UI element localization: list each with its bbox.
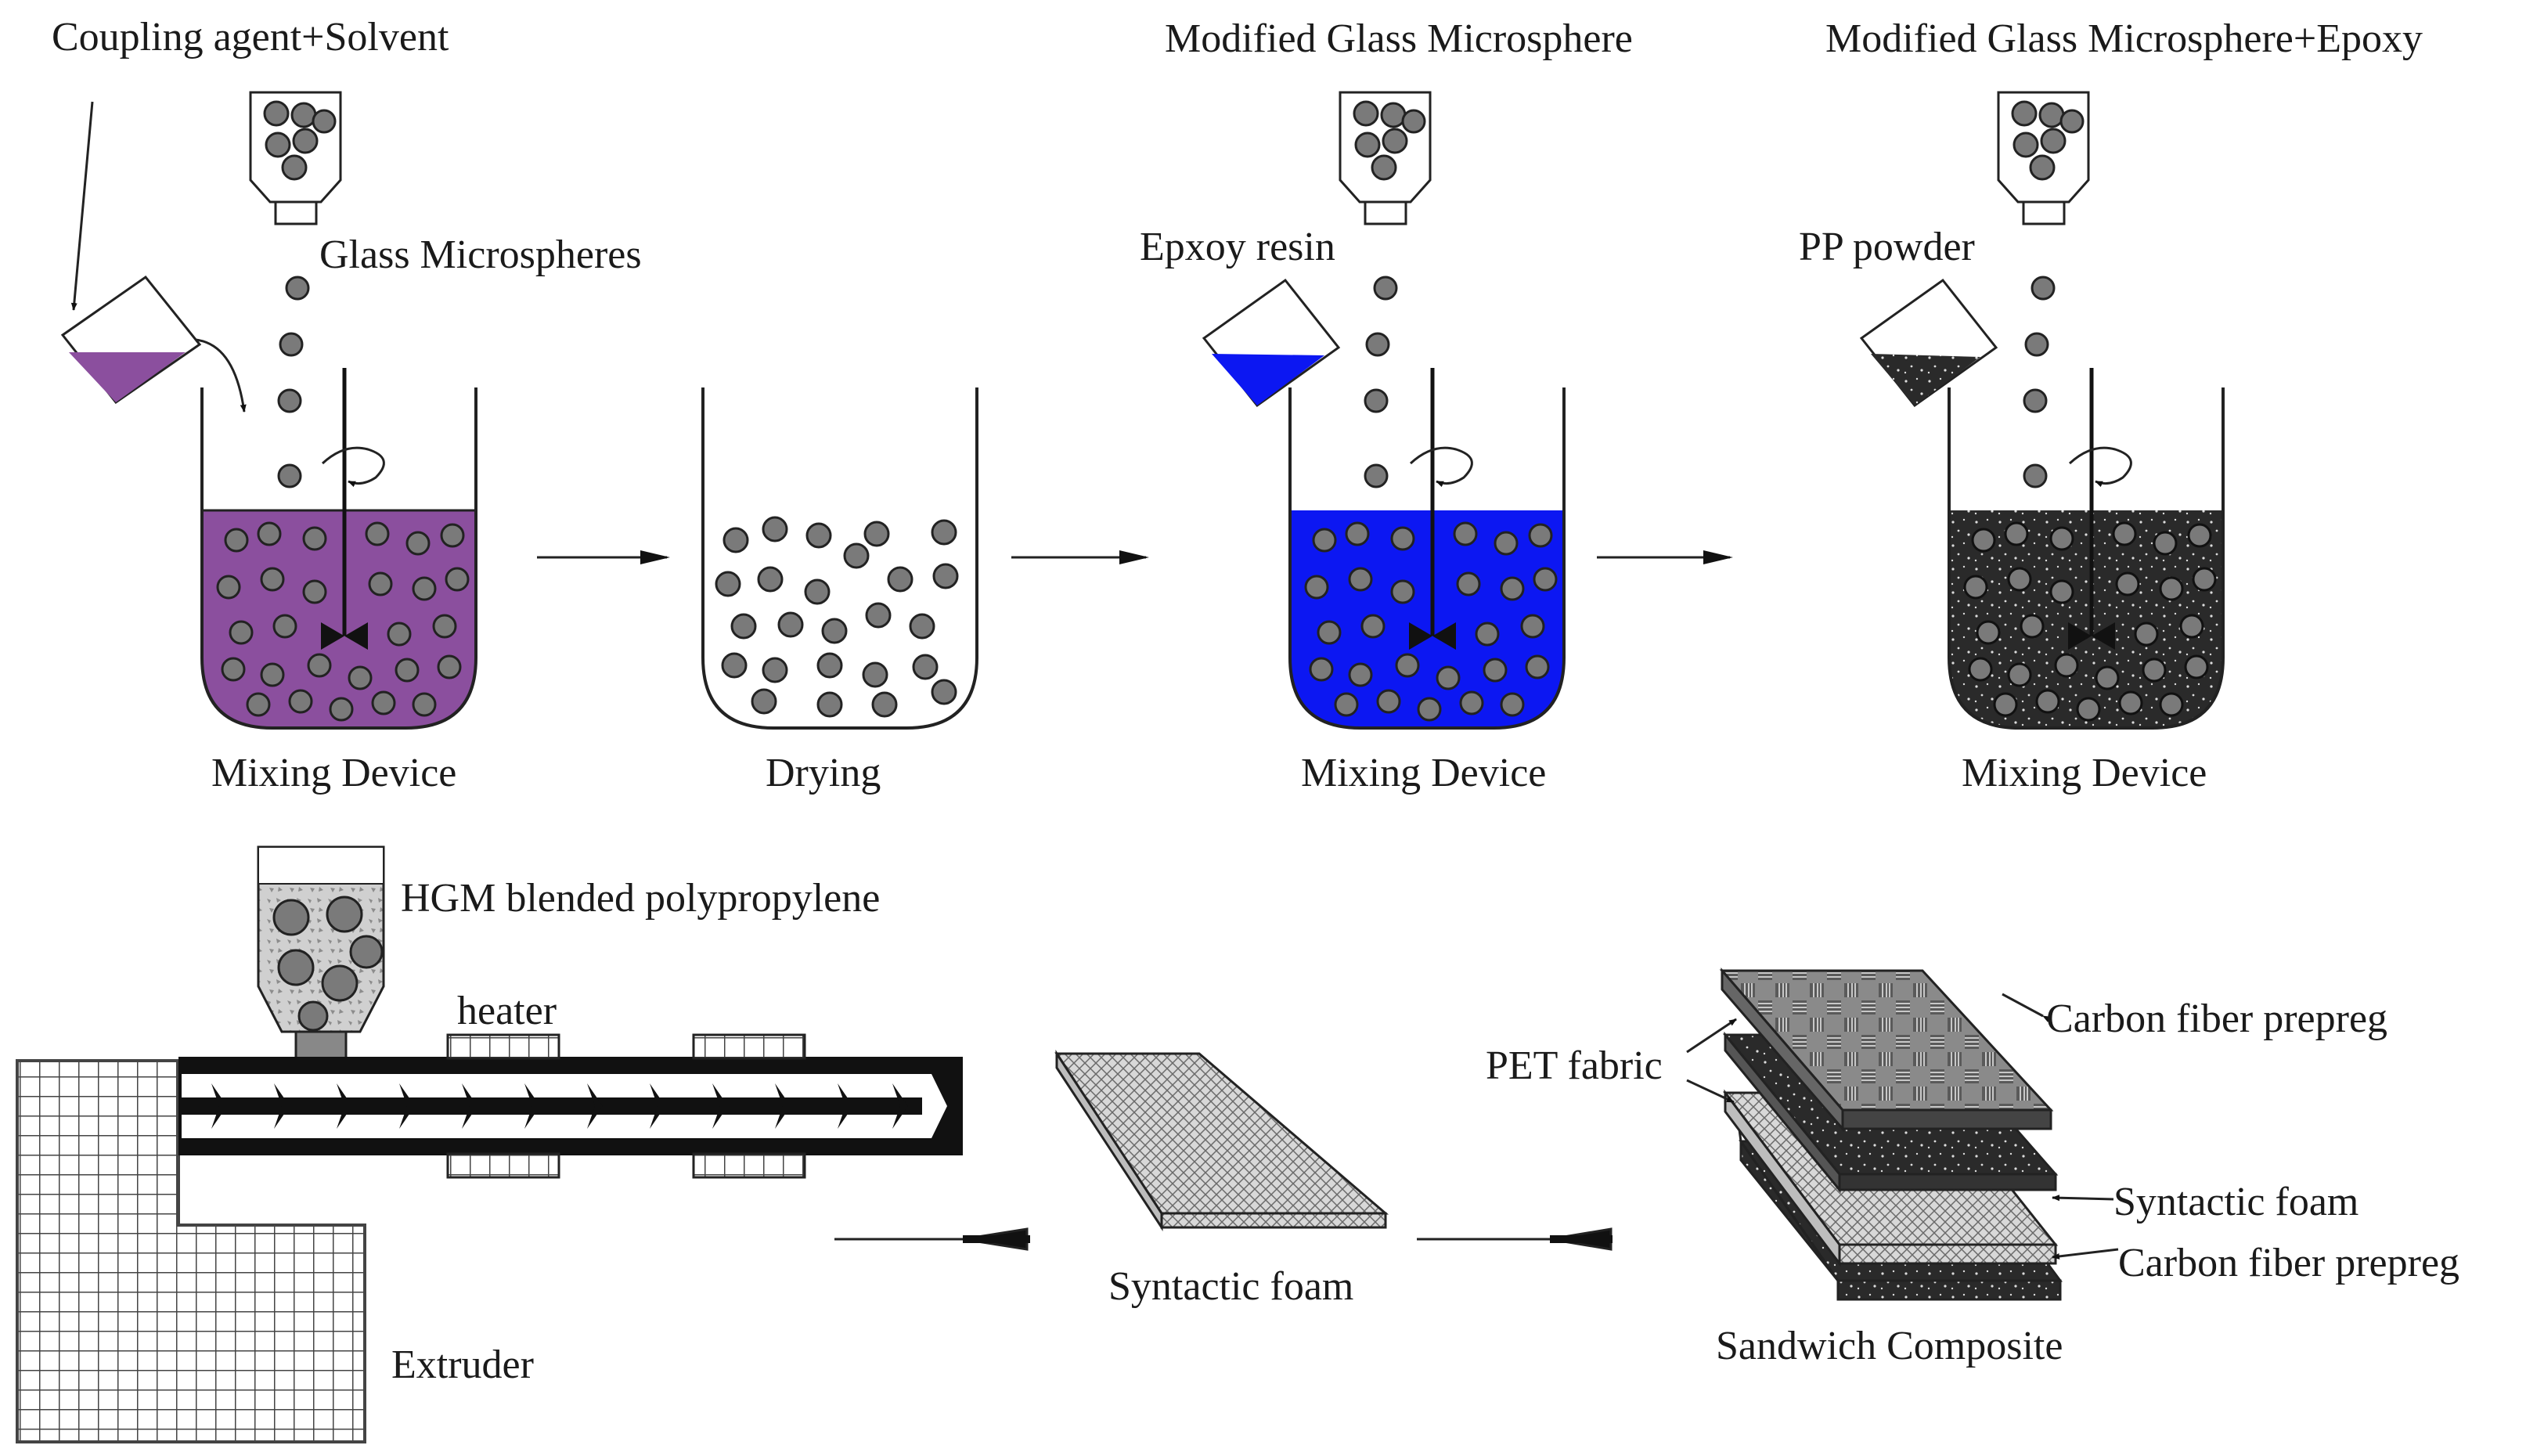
- hopper-3: [1997, 91, 2090, 225]
- label-modified-glass: Modified Glass Microsphere: [1165, 16, 1633, 61]
- hopper-1: [249, 91, 342, 225]
- label-extruder: Extruder: [391, 1342, 534, 1387]
- label-drying: Drying: [766, 751, 881, 795]
- label-coupling-agent: Coupling agent+Solvent: [52, 15, 449, 59]
- label-glass-microspheres: Glass Microspheres: [319, 232, 642, 277]
- label-mixing-device-1: Mixing Device: [211, 751, 457, 795]
- extruder-hopper: [257, 845, 385, 1060]
- heater-blocks: [446, 1033, 806, 1179]
- beaker-mixing-1: [200, 368, 477, 730]
- sandwich-stack: [1719, 967, 2063, 1301]
- label-mixing-device-2: Mixing Device: [1301, 751, 1547, 795]
- beaker-drying: [701, 387, 978, 730]
- falling-spheres: [277, 276, 2056, 488]
- label-hgm: HGM blended polypropylene: [401, 876, 881, 921]
- label-modified-glass-epoxy: Modified Glass Microsphere+Epoxy: [1825, 16, 2423, 61]
- label-heater: heater: [457, 989, 557, 1033]
- label-carbon-fiber-bottom: Carbon fiber prepreg: [2118, 1241, 2460, 1285]
- label-pet-fabric: PET fabric: [1486, 1043, 1663, 1088]
- label-mixing-device-3: Mixing Device: [1962, 751, 2207, 795]
- label-sandwich-composite: Sandwich Composite: [1716, 1324, 2063, 1368]
- hopper-2: [1339, 91, 1432, 225]
- pointer-lines: [1686, 993, 2119, 1260]
- top-arrows: [537, 550, 1733, 564]
- syntactic-foam-block: [1054, 1049, 1389, 1232]
- pouring-beaker-blue: [1202, 278, 1341, 408]
- extruder-barrel: [178, 1057, 963, 1155]
- label-syntactic-foam-layer: Syntactic foam: [2113, 1180, 2359, 1224]
- label-pp-powder: PP powder: [1799, 225, 1975, 269]
- beaker-mixing-3: [1948, 368, 2225, 730]
- bottom-arrows: [834, 1227, 1613, 1251]
- label-syntactic-foam: Syntactic foam: [1108, 1264, 1354, 1309]
- label-epoxy-resin: Epxoy resin: [1140, 225, 1335, 269]
- pouring-beaker-purple: [60, 101, 247, 413]
- label-carbon-fiber-top: Carbon fiber prepreg: [2046, 996, 2388, 1041]
- pouring-beaker-pp: [1859, 278, 1998, 408]
- beaker-mixing-2: [1288, 368, 1566, 730]
